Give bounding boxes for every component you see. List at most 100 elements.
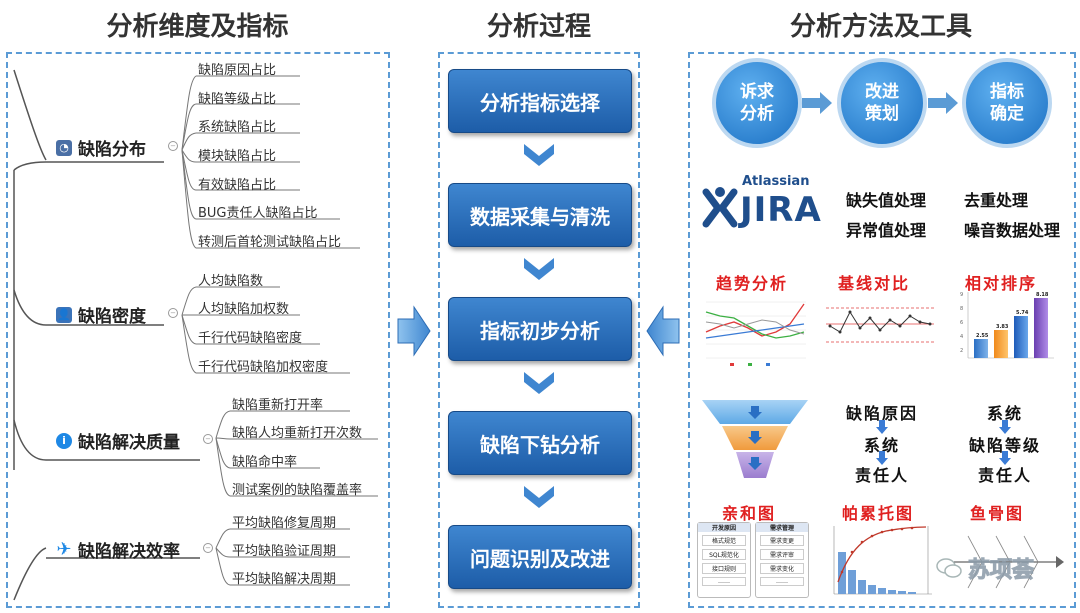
collapse-icon[interactable]: −	[168, 308, 178, 318]
left-arrow-icon	[646, 305, 680, 357]
pareto-chart-thumbnail	[833, 526, 932, 595]
svg-text:9: 9	[960, 292, 963, 298]
metric-item[interactable]: 测试案例的缺陷覆盖率	[232, 483, 363, 498]
clock-icon: ◔	[56, 139, 72, 156]
affinity-header: 需求管理	[756, 523, 808, 532]
category-label: 缺陷解决质量	[78, 433, 180, 453]
metric-item[interactable]: 转测后首轮测试缺陷占比	[198, 235, 342, 250]
step-select-metrics[interactable]: 分析指标选择	[448, 69, 632, 133]
affinity-card: ……	[702, 577, 746, 586]
arrow-down-icon	[999, 420, 1011, 434]
metric-item[interactable]: 人均缺陷加权数	[198, 302, 290, 317]
right-arrow-icon	[397, 305, 431, 357]
trend-chart-thumbnail	[705, 301, 806, 366]
metric-item[interactable]: 缺陷重新打开率	[232, 398, 324, 413]
dimensions-panel	[6, 52, 390, 608]
metric-item[interactable]: 有效缺陷占比	[198, 178, 277, 193]
drill-col1-item: 系统	[863, 436, 900, 455]
middle-column-title: 分析过程	[486, 12, 591, 42]
metric-item[interactable]: BUG责任人缺陷占比	[198, 206, 318, 221]
metric-item[interactable]: 人均缺陷数	[198, 274, 264, 289]
drill-col1-item: 缺陷原因	[845, 404, 918, 423]
arrow-down-icon	[876, 420, 888, 434]
svg-text:4: 4	[960, 334, 963, 340]
chevron-down-icon	[524, 486, 554, 508]
ranking-chart-thumbnail: 9 8 6 4 2 2.55 3.83 5.74 8.18	[960, 292, 1054, 359]
metric-item[interactable]: 千行代码缺陷加权密度	[198, 360, 329, 375]
step-data-collection[interactable]: 数据采集与清洗	[448, 183, 632, 247]
svg-text:6: 6	[960, 320, 963, 326]
metric-item[interactable]: 平均缺陷修复周期	[232, 516, 337, 531]
mindmap-lines	[13, 69, 378, 601]
metric-item[interactable]: 平均缺陷解决周期	[232, 572, 337, 587]
watermark-text: 苏项荟	[967, 558, 1035, 584]
category-label: 缺陷分布	[78, 140, 146, 160]
svg-text:5.74: 5.74	[1016, 310, 1029, 316]
flow-label: 指标 确定	[990, 82, 1024, 124]
info-icon: i	[56, 432, 72, 449]
svg-text:8.18: 8.18	[1036, 292, 1049, 298]
missing-value-text: 缺失值处理	[846, 191, 927, 210]
chevron-down-icon	[524, 258, 554, 280]
category-label: 缺陷密度	[78, 307, 146, 327]
people-icon: 👤	[56, 306, 72, 323]
baseline-title: 基线对比	[838, 274, 911, 293]
airplane-icon: ✈	[56, 539, 72, 560]
affinity-diagram: 开发原因 格式规范 SQL规范化 接口规则 …… 需求管理 需求变更 需求评审 …	[697, 522, 809, 598]
metric-item[interactable]: 模块缺陷占比	[198, 149, 277, 164]
affinity-card: 需求变化	[760, 563, 804, 574]
metric-item[interactable]: 缺陷等级占比	[198, 92, 277, 107]
step-problem-identification[interactable]: 问题识别及改进	[448, 525, 632, 589]
metric-item[interactable]: 平均缺陷验证周期	[232, 544, 337, 559]
drill-col2-item: 责任人	[977, 466, 1032, 485]
outlier-text: 异常值处理	[846, 221, 927, 240]
metric-item[interactable]: 千行代码缺陷密度	[198, 331, 303, 346]
metric-item[interactable]: 缺陷原因占比	[198, 63, 277, 78]
metric-item[interactable]: 系统缺陷占比	[198, 120, 277, 135]
wechat-icon	[936, 558, 962, 578]
drill-col2-item: 系统	[986, 404, 1023, 423]
arrow-right-icon	[802, 92, 832, 114]
collapse-icon[interactable]: −	[203, 434, 213, 444]
funnel-diagram	[702, 400, 808, 478]
category-resolution-quality[interactable]: i 缺陷解决质量	[56, 428, 180, 453]
affinity-title: 亲和图	[722, 504, 777, 523]
svg-text:8: 8	[960, 306, 963, 312]
category-defect-distribution[interactable]: ◔ 缺陷分布	[56, 135, 146, 160]
left-column-title: 分析维度及指标	[106, 12, 289, 42]
arrow-down-icon	[999, 451, 1011, 465]
noise-text: 噪音数据处理	[964, 221, 1061, 240]
ranking-title: 相对排序	[965, 274, 1038, 293]
flow-circle-metrics[interactable]: 指标 确定	[962, 58, 1052, 148]
right-column-title: 分析方法及工具	[789, 12, 972, 42]
arrow-down-icon	[876, 451, 888, 465]
affinity-card: SQL规范化	[702, 549, 746, 560]
step-initial-analysis[interactable]: 指标初步分析	[448, 297, 632, 361]
step-drilldown-analysis[interactable]: 缺陷下钻分析	[448, 411, 632, 475]
atlassian-label: Atlassian	[742, 174, 810, 189]
drill-col2-item: 缺陷等级	[968, 436, 1041, 455]
chevron-down-icon	[524, 144, 554, 166]
jira-label: JIRA	[740, 190, 822, 230]
category-label: 缺陷解决效率	[78, 542, 180, 562]
metric-item[interactable]: 缺陷人均重新打开次数	[232, 426, 363, 441]
watermark: 苏项荟	[936, 552, 1035, 584]
methods-panel	[688, 52, 1076, 608]
svg-text:3.83: 3.83	[996, 324, 1009, 330]
arrow-right-icon	[928, 92, 958, 114]
process-panel	[438, 52, 640, 608]
metric-item[interactable]: 缺陷命中率	[232, 455, 298, 470]
trend-analysis-title: 趋势分析	[716, 274, 789, 293]
chevron-down-icon	[524, 372, 554, 394]
collapse-icon[interactable]: −	[203, 543, 213, 553]
collapse-icon[interactable]: −	[168, 141, 178, 151]
category-resolution-efficiency[interactable]: ✈ 缺陷解决效率	[56, 537, 180, 562]
flow-circle-requirement[interactable]: 诉求 分析	[712, 58, 802, 148]
affinity-card: 接口规则	[702, 563, 746, 574]
category-defect-density[interactable]: 👤 缺陷密度	[56, 302, 146, 327]
flow-circle-plan[interactable]: 改进 策划	[837, 58, 927, 148]
svg-text:2.55: 2.55	[976, 333, 989, 339]
flow-label: 诉求 分析	[740, 82, 774, 124]
svg-text:2: 2	[960, 348, 963, 354]
affinity-card: 格式规范	[702, 535, 746, 546]
